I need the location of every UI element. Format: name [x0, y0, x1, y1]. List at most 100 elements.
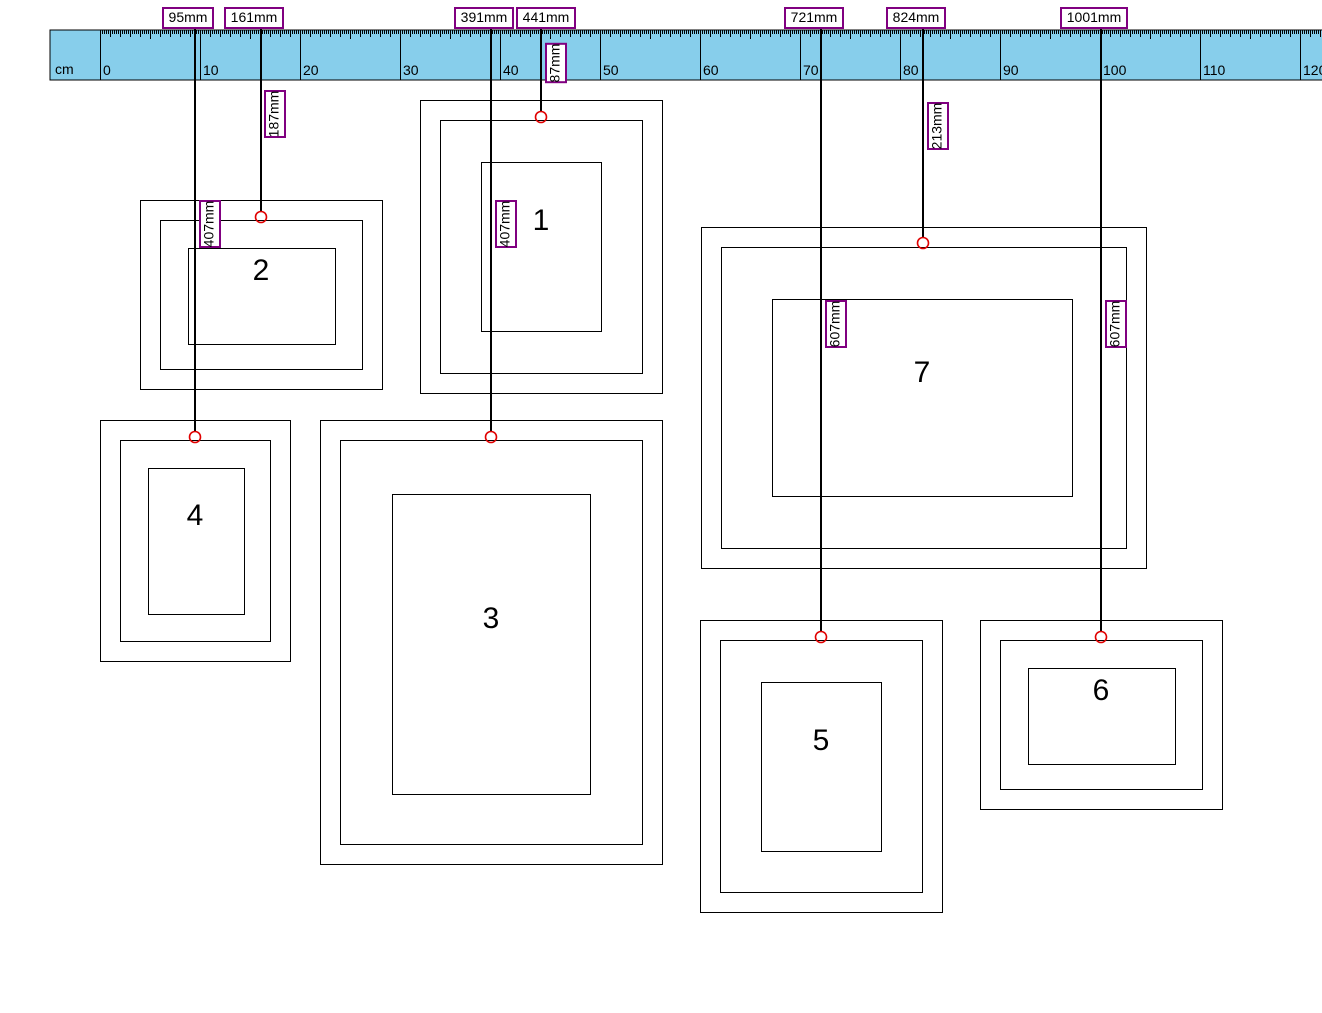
- frame-7-outer-border: [701, 227, 1147, 569]
- x-position-value: 721mm: [791, 9, 838, 25]
- drop-distance-value: 407mm: [201, 201, 217, 248]
- frames: 1 2 3 4 5 6 7: [100, 100, 1223, 913]
- x-position-tag: 391mm: [454, 7, 514, 29]
- x-position-tag: 161mm: [224, 7, 284, 29]
- x-position-tag-box: [224, 7, 284, 29]
- hook-point-frame-2: [254, 210, 268, 224]
- frame-1-mid-border: [440, 120, 643, 374]
- drop-distance-tag-box: [825, 300, 847, 348]
- frame-4: 4: [100, 420, 291, 662]
- drop-distance-tag-box: [545, 42, 567, 84]
- frame-5-mid-border: [720, 640, 923, 893]
- x-position-value: 441mm: [523, 9, 570, 25]
- x-position-tag: 824mm: [886, 7, 946, 29]
- ruler-ticks: [100, 30, 1321, 80]
- frame-6-inner-border: [1028, 668, 1176, 765]
- frame-7-inner-border: [772, 299, 1073, 497]
- drop-distance-tag: 607mm: [1105, 300, 1127, 348]
- frame-2: 2: [140, 200, 383, 390]
- drop-distance-tag: 407mm: [199, 200, 221, 248]
- measurement-tags: 95mm 407mm 161mm 187mm 391mm 407mm 441mm 87mm 72…: [162, 7, 1128, 348]
- x-position-value: 95mm: [169, 9, 208, 25]
- frame-3-outer-border: [320, 420, 663, 865]
- ruler-label: 100: [1103, 62, 1127, 78]
- frame-number-label: 4: [187, 499, 204, 532]
- frame-number-label: 1: [533, 204, 550, 237]
- frame-7: 7: [701, 227, 1147, 569]
- drop-distance-value: 407mm: [497, 201, 513, 248]
- hook-point-frame-6: [1094, 630, 1108, 644]
- frame-5-inner-border: [761, 682, 882, 852]
- frame-number-label: 5: [813, 724, 830, 757]
- hanging-wires: [188, 28, 1108, 644]
- drop-distance-value: 187mm: [266, 91, 282, 138]
- ruler-label: 0: [103, 62, 111, 78]
- ruler-labels: 0 10 20 30 40 50 60 70 80 90 100 110 120: [103, 62, 1322, 78]
- ruler-label: 10: [203, 62, 219, 78]
- frame-1: 1: [420, 100, 663, 394]
- frame-4-inner-border: [148, 468, 245, 615]
- drop-distance-value: 607mm: [827, 301, 843, 348]
- frame-3-inner-border: [392, 494, 591, 795]
- x-position-value: 391mm: [461, 9, 508, 25]
- frame-1-inner-border: [481, 162, 602, 332]
- ruler-unit-label: cm: [55, 61, 74, 77]
- x-position-tag: 1001mm: [1060, 7, 1128, 29]
- hook-point-frame-5: [814, 630, 828, 644]
- drop-distance-value: 607mm: [1107, 301, 1123, 348]
- x-position-value: 1001mm: [1067, 9, 1121, 25]
- frame-2-inner-border: [188, 248, 336, 345]
- frame-3-mid-border: [340, 440, 643, 845]
- ruler-label: 70: [803, 62, 819, 78]
- frame-2-mid-border: [160, 220, 363, 370]
- drop-distance-tag: 213mm: [927, 102, 949, 150]
- frame-6-mid-border: [1000, 640, 1203, 790]
- ruler-label: 20: [303, 62, 319, 78]
- x-position-tag: 95mm: [162, 7, 214, 29]
- hook-point-frame-7: [916, 236, 930, 250]
- drop-distance-tag-box: [264, 90, 286, 138]
- x-position-tag-box: [162, 7, 214, 29]
- drop-distance-tag-box: [927, 102, 949, 150]
- hook-point-frame-4: [188, 430, 202, 444]
- x-position-tag-box: [454, 7, 514, 29]
- frame-3: 3: [320, 420, 663, 865]
- ruler-label: 120: [1303, 62, 1322, 78]
- ruler-label: 30: [403, 62, 419, 78]
- hook-point-frame-3: [484, 430, 498, 444]
- frame-5: 5: [700, 620, 943, 913]
- hook-point-frame-1: [534, 110, 548, 124]
- frame-4-outer-border: [100, 420, 291, 662]
- frame-4-mid-border: [120, 440, 271, 642]
- ruler-label: 60: [703, 62, 719, 78]
- x-position-value: 824mm: [893, 9, 940, 25]
- ruler: cm 0 10 20 30 40 50 60 70 80 90 100 110 120: [49, 29, 1322, 81]
- x-position-tag: 441mm: [516, 7, 576, 29]
- ruler-label: 90: [1003, 62, 1019, 78]
- frame-number-label: 7: [914, 356, 931, 389]
- x-position-tag-box: [516, 7, 576, 29]
- ruler-label: 110: [1203, 62, 1226, 78]
- frame-6: 6: [980, 620, 1223, 810]
- frame-number-label: 3: [483, 602, 500, 635]
- frame-number-label: 6: [1093, 674, 1110, 707]
- frame-6-outer-border: [980, 620, 1223, 810]
- drop-distance-tag: 87mm: [545, 42, 567, 84]
- x-position-tag-box: [1060, 7, 1128, 29]
- x-position-tag: 721mm: [784, 7, 844, 29]
- drop-distance-tag: 607mm: [825, 300, 847, 348]
- x-position-tag-box: [886, 7, 946, 29]
- x-position-value: 161mm: [231, 9, 278, 25]
- ruler-label: 50: [603, 62, 619, 78]
- ruler-label: 40: [503, 62, 519, 78]
- drop-distance-tag: 407mm: [495, 200, 517, 248]
- ruler-label: 80: [903, 62, 919, 78]
- x-position-tag-box: [784, 7, 844, 29]
- frame-number-label: 2: [253, 254, 270, 287]
- drop-distance-tag-box: [495, 200, 517, 248]
- frame-1-outer-border: [420, 100, 663, 394]
- drop-distance-value: 87mm: [547, 44, 563, 83]
- drop-distance-tag-box: [1105, 300, 1127, 348]
- frame-2-outer-border: [140, 200, 383, 390]
